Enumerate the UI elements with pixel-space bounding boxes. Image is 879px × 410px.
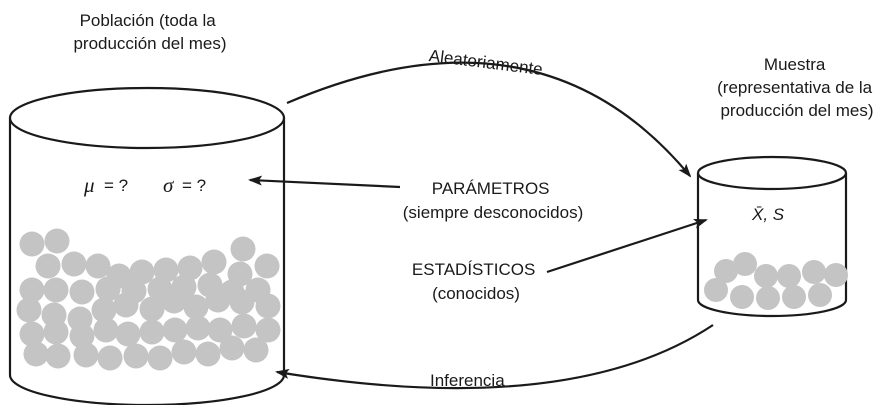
population-ball: [229, 289, 255, 315]
population-ball: [171, 339, 197, 365]
population-ball: [61, 251, 87, 277]
population-ball: [255, 293, 281, 319]
population-ball: [161, 288, 187, 314]
population-ball: [115, 321, 141, 347]
population-ball: [23, 341, 49, 367]
population-ball: [123, 343, 149, 369]
population-ball: [243, 337, 269, 363]
sample-label: Muestra (representativa de la producción…: [717, 55, 877, 120]
population-ball: [205, 287, 231, 313]
population-ball: [19, 231, 45, 257]
population-ball: [207, 317, 233, 343]
population-ball: [85, 253, 111, 279]
population-ball: [139, 319, 165, 345]
population-ball: [69, 323, 95, 349]
sample-ball: [782, 285, 806, 309]
sigma-symbol: σ: [163, 173, 175, 197]
population-ball: [254, 253, 280, 279]
population-ball: [16, 297, 42, 323]
inference-arrow: [275, 324, 714, 390]
mu-equals: = ?: [104, 176, 128, 195]
population-ball: [35, 253, 61, 279]
population-ball: [183, 294, 209, 320]
population-ball: [129, 259, 155, 285]
sample-ball: [704, 278, 728, 302]
random-sampling-label: Aleatoriamente: [428, 46, 544, 79]
population-ball: [19, 321, 45, 347]
inference-label: Inferencia: [430, 371, 505, 390]
population-ball: [43, 319, 69, 345]
population-ball: [147, 345, 173, 371]
sample-cylinder-top: [696, 155, 848, 191]
population-ball: [69, 279, 95, 305]
population-ball: [113, 292, 139, 318]
population-ball: [255, 317, 281, 343]
sample-ball: [756, 286, 780, 310]
population-label: Población (toda la producción del mes): [73, 11, 226, 53]
population-ball: [19, 277, 45, 303]
population-ball: [195, 341, 221, 367]
population-ball: [43, 277, 69, 303]
sample-ball: [802, 260, 826, 284]
population-ball: [201, 249, 227, 275]
population-cylinder-top: [8, 86, 286, 150]
population-ball: [139, 296, 165, 322]
sample-ball: [824, 263, 848, 287]
sample-ball: [754, 264, 778, 288]
population-ball: [231, 313, 257, 339]
sample-cylinder-body: [696, 173, 848, 318]
parameters-label: PARÁMETROS (siempre desconocidos): [403, 179, 583, 222]
population-ball: [44, 228, 70, 254]
population-ball: [45, 343, 71, 369]
population-cylinder: [8, 86, 286, 407]
population-ball: [219, 335, 245, 361]
population-ball: [73, 342, 99, 368]
population-ball: [91, 297, 117, 323]
sigma-equals: = ?: [182, 176, 206, 195]
mu-symbol: μ: [83, 173, 95, 197]
parameters-arrow: [248, 175, 401, 189]
sample-statistics: X̄, S: [751, 205, 785, 224]
statistics-label: ESTADÍSTICOS (conocidos): [412, 260, 540, 303]
sample-ball: [808, 283, 832, 307]
population-ball: [162, 317, 188, 343]
population-ball: [230, 236, 256, 262]
population-ball: [153, 257, 179, 283]
population-ball: [185, 315, 211, 341]
statistics-arrow: [546, 218, 708, 274]
sample-cylinder: [696, 155, 848, 318]
population-ball: [177, 255, 203, 281]
population-ball: [97, 345, 123, 371]
population-balls: [16, 228, 281, 371]
random-sampling-arrow: [286, 61, 692, 178]
sample-balls: [704, 252, 848, 310]
population-ball: [95, 276, 121, 302]
sample-ball: [730, 285, 754, 309]
sample-ball: [733, 252, 757, 276]
population-parameters: μ = ? σ = ?: [83, 173, 206, 197]
sample-ball: [714, 259, 738, 283]
sample-ball: [777, 264, 801, 288]
population-ball: [93, 317, 119, 343]
